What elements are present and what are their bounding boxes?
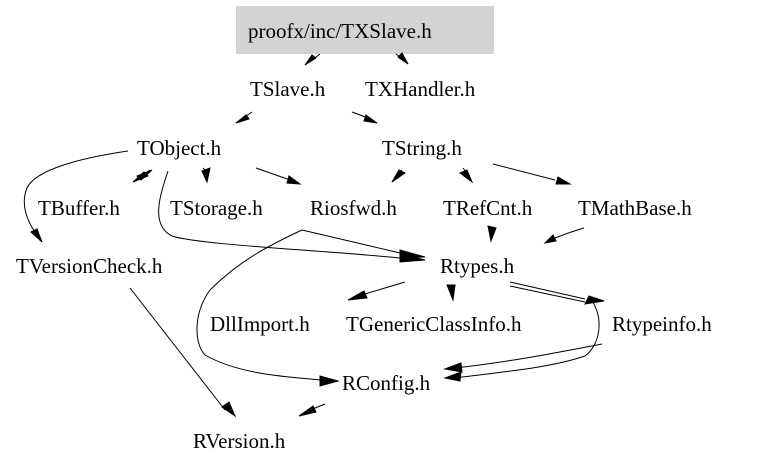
arrowhead-riosfwd-rtypes bbox=[399, 249, 426, 259]
arrowhead-rtypes-rconfig bbox=[443, 371, 462, 382]
node-tbuffer[interactable]: TBuffer.h bbox=[38, 196, 120, 220]
node-tgenericclassinfo[interactable]: TGenericClassInfo.h bbox=[346, 312, 522, 336]
edge-rtypeinfo-rconfig bbox=[454, 343, 603, 369]
edge-rtypes-rtypeinfo-2 bbox=[509, 285, 586, 303]
node-rconfig[interactable]: RConfig.h bbox=[342, 371, 431, 395]
node-tstring[interactable]: TString.h bbox=[382, 136, 462, 160]
node-dllimport[interactable]: DllImport.h bbox=[210, 312, 310, 336]
node-root[interactable]: proofx/inc/TXSlave.h bbox=[248, 19, 432, 43]
arrowhead-tobject-tstorage bbox=[201, 167, 211, 184]
node-riosfwd[interactable]: Riosfwd.h bbox=[310, 196, 397, 220]
node-tstorage[interactable]: TStorage.h bbox=[170, 196, 263, 220]
edge-riosfwd-rconfig bbox=[196, 229, 323, 381]
node-tversioncheck[interactable]: TVersionCheck.h bbox=[16, 254, 163, 278]
arrowhead-rtypes-tgenericclassinfo bbox=[446, 284, 456, 302]
edge-rtypes-rconfig bbox=[454, 297, 600, 379]
node-txhandler[interactable]: TXHandler.h bbox=[365, 77, 476, 101]
root-node-box bbox=[236, 6, 494, 54]
edge-tobject-tstorage bbox=[202, 167, 206, 171]
arrowhead-tobject-tversioncheck bbox=[30, 228, 43, 243]
arrowhead-tmathbase-rtypes bbox=[543, 234, 557, 244]
node-rtypes[interactable]: Rtypes.h bbox=[440, 254, 515, 278]
arrowhead-rconfig-rversion bbox=[298, 405, 317, 417]
arrowhead-tstring-trefcnt bbox=[459, 169, 474, 184]
edge-rtypes-dllimport bbox=[364, 281, 406, 295]
arrowhead-tstring-riosfwd bbox=[391, 169, 406, 183]
arrowhead-tslave-tstring bbox=[363, 114, 378, 124]
edge-tstring-tmathbase bbox=[492, 163, 556, 181]
arrowhead-rtypes-rtypeinfo bbox=[584, 295, 605, 305]
edge-tversioncheck-rversion bbox=[129, 287, 226, 411]
arrowhead-rtypes-dllimport bbox=[347, 290, 368, 301]
node-tmathbase[interactable]: TMathBase.h bbox=[578, 196, 692, 220]
arrowhead-tobject-riosfwd bbox=[286, 175, 302, 185]
arrowhead-tbuffer-tobject bbox=[136, 169, 153, 181]
arrowhead-rtypeinfo-rconfig bbox=[443, 362, 463, 373]
arrowhead-root-txhandler bbox=[397, 52, 409, 65]
arrowhead-tstring-tmathbase bbox=[555, 176, 572, 185]
arrowhead-riosfwd-rconfig bbox=[319, 375, 340, 387]
edge-tobject-tversioncheck bbox=[23, 150, 129, 233]
node-rtypeinfo[interactable]: Rtypeinfo.h bbox=[612, 312, 712, 336]
arrowhead-tversioncheck-rversion bbox=[221, 401, 237, 418]
node-rversion[interactable]: RVersion.h bbox=[193, 429, 286, 453]
node-tslave[interactable]: TSlave.h bbox=[250, 77, 326, 101]
arrowhead-root-tslave bbox=[304, 54, 317, 66]
edge-rtypes-rtypeinfo-1 bbox=[509, 281, 586, 300]
node-trefcnt[interactable]: TRefCnt.h bbox=[443, 196, 533, 220]
arrowhead-trefcnt-rtypes bbox=[487, 225, 497, 243]
edge-tstring-trefcnt bbox=[462, 167, 467, 173]
edge-tobject-rtypes bbox=[158, 170, 401, 259]
arrowhead-tslave-tobject bbox=[235, 114, 250, 124]
node-tobject[interactable]: TObject.h bbox=[137, 136, 222, 160]
edge-riosfwd-rtypes bbox=[301, 229, 401, 254]
edge-tobject-riosfwd bbox=[255, 167, 291, 181]
